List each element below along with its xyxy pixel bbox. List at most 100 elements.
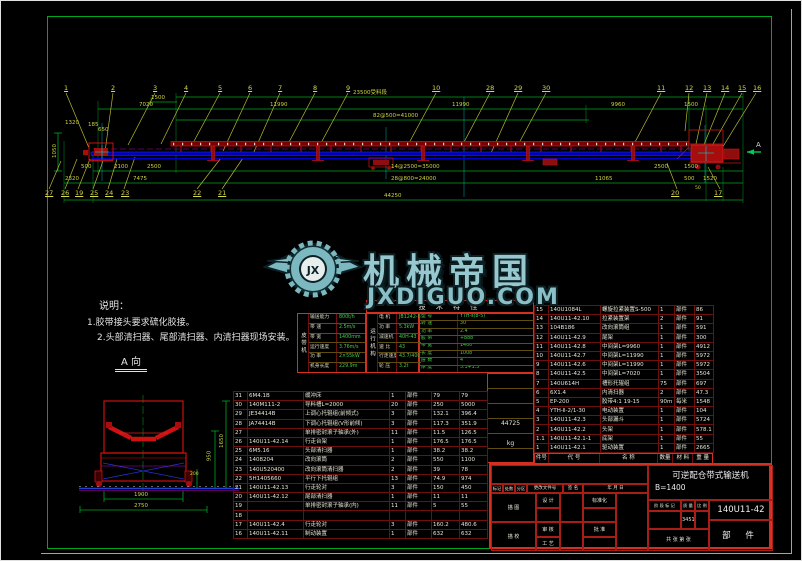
spec-value: 3.76m/s [339, 344, 359, 350]
dim-label: 1900 [134, 492, 148, 498]
parts-row: 25 6M5.16 头部清扫器 1 部件 38.2 38.2 [233, 446, 488, 457]
part-callout: 26 [61, 189, 70, 197]
part-code: 140U11-42.3 [548, 415, 601, 426]
spec-row: 电 机 JB1242-8 [378, 314, 421, 324]
part-code: EP-200 [548, 396, 601, 408]
spec-row: 型 号 YTH-Ⅱ(8-5) [420, 314, 533, 322]
dim-label: 650 [98, 127, 109, 133]
parts-row: 5 EP-200 胶带4:1 19-15 90m 每米 1548 [534, 396, 714, 408]
dim-label: 2750 [134, 503, 148, 509]
parts-row: 1 140U11-42.1 驱动装置 1 部件 2665 [534, 442, 714, 454]
part-weight: 591 [694, 323, 714, 334]
part-callout: 12 [685, 84, 694, 92]
part-callout: 11 [657, 84, 666, 92]
part-total-weight: 78 [459, 464, 488, 475]
part-material: 部件 [405, 390, 432, 402]
part-qty: 1 [389, 446, 406, 457]
part-unit-weight: 150 [431, 482, 460, 494]
part-weight: 697 [694, 378, 714, 389]
drawing-title: 可逆配仓带式输送机 [672, 471, 749, 481]
part-weight: 5724 [694, 415, 714, 426]
part-material: 部件 [674, 323, 695, 334]
parts-row: 6 6X1.4 内清扫器 2 部件 47.3 [534, 387, 714, 398]
part-callout: 14 [721, 84, 730, 92]
dim-label: 500 [684, 176, 695, 182]
part-material: 部件 [405, 464, 432, 475]
spec-key: 功 率 [378, 323, 397, 333]
parts-row: 8 140U11-42.5 中间架L=7020 1 部件 3504 [534, 369, 714, 380]
col-header: 材 料 [673, 454, 694, 463]
part-code: 140U11-42.11 [247, 528, 304, 540]
spec-value: 2.4 [460, 328, 468, 334]
note-line: 1.胶带接头要求硫化胶接。 [87, 318, 195, 328]
part-material: 部件 [405, 473, 432, 484]
part-name: 中间架L=9960 [600, 341, 659, 352]
part-name: 单排密封滚子轴承(外) [303, 427, 390, 438]
part-callout: 15 [738, 84, 747, 92]
part-no: 29 [233, 409, 248, 420]
parts-row: 27 单排密封滚子轴承(外) 11 部件 11.5 126.5 [233, 427, 488, 438]
part-no: 12 [534, 332, 549, 343]
part-total-weight: 351.9 [459, 418, 488, 429]
part-total-weight: 126.5 [459, 427, 488, 438]
part-weight: 2665 [694, 442, 714, 454]
part-name: 平行下托辊组 [303, 473, 390, 484]
dim-label: 1500 [684, 102, 698, 108]
part-weight: 86 [694, 304, 714, 316]
view-direction-label: A [756, 141, 761, 149]
leader-lines [48, 92, 757, 190]
col-header: 件号 [535, 454, 549, 463]
part-callout: 23 [121, 189, 130, 197]
rev-col: 签 名 [563, 484, 583, 493]
part-material: 部件 [405, 418, 432, 429]
part-callout: 30 [542, 84, 551, 92]
part-no: 25 [233, 446, 248, 457]
logo-monogram: JX [306, 264, 320, 277]
spec-key: 功 率 [309, 353, 337, 363]
rev-col: 标记 [491, 484, 503, 493]
part-unit-weight: 11.5 [431, 427, 460, 438]
part-callout: 20 [671, 189, 680, 197]
part-no: 2 [534, 424, 549, 435]
drawing-number: 140U11-42 [709, 500, 773, 520]
part-unit-weight: 74.9 [431, 473, 460, 484]
head-pulley [676, 129, 741, 170]
dim-label: 11990 [270, 102, 288, 108]
dim-label: 185 [88, 122, 99, 128]
part-code [247, 510, 304, 521]
spec-value: 3.2t [399, 364, 409, 370]
spec-value: 4 [460, 358, 464, 364]
part-qty: 1 [658, 424, 675, 435]
part-code: 104B186 [548, 323, 601, 334]
part-code [247, 427, 304, 438]
part-no: 28 [233, 418, 248, 429]
part-no: 22 [233, 473, 248, 484]
sign-space [616, 493, 648, 551]
spec-value: 2×55kW [339, 354, 360, 360]
part-unit-weight [431, 510, 460, 521]
spec-row: 功 率 2.4 [420, 328, 533, 337]
part-unit-weight: 160.2 [431, 519, 460, 530]
part-callout: 16 [753, 84, 762, 92]
part-qty: 1 [658, 350, 675, 362]
spec-table-travel: 运行机构 电 机 JB1242-8 功 率 5.3kW 减速机 40H-43 速… [366, 313, 421, 373]
parts-row: 14 140U11-42.10 拉紧装置架 2 部件 91 [534, 314, 714, 325]
spec-value: JB1242-8 [399, 315, 421, 321]
tail-pulley [83, 142, 114, 162]
winged-gear-logo-icon: JX [262, 240, 364, 298]
part-material: 部件 [405, 528, 432, 540]
notes-title: 说明： [99, 301, 129, 312]
part-qty: 2 [389, 455, 406, 466]
part-material: 部件 [674, 433, 695, 444]
part-callout: 10 [432, 84, 441, 92]
part-unit-weight: 132.1 [431, 409, 460, 420]
part-weight: 1548 [694, 396, 714, 408]
part-code: 6M4.1B [247, 390, 304, 402]
spec-row: 轮 压 3.2t [378, 363, 421, 372]
spec-key: 输送能力 [309, 314, 337, 323]
part-total-weight: 38.2 [459, 446, 488, 457]
part-name: 螺旋拉紧装置S-500 [600, 304, 659, 316]
spec-row: 速 比 43 [378, 343, 421, 354]
part-unit-weight: 117.3 [431, 418, 460, 429]
spec-table-title: 技 术 特 性 [418, 302, 482, 311]
